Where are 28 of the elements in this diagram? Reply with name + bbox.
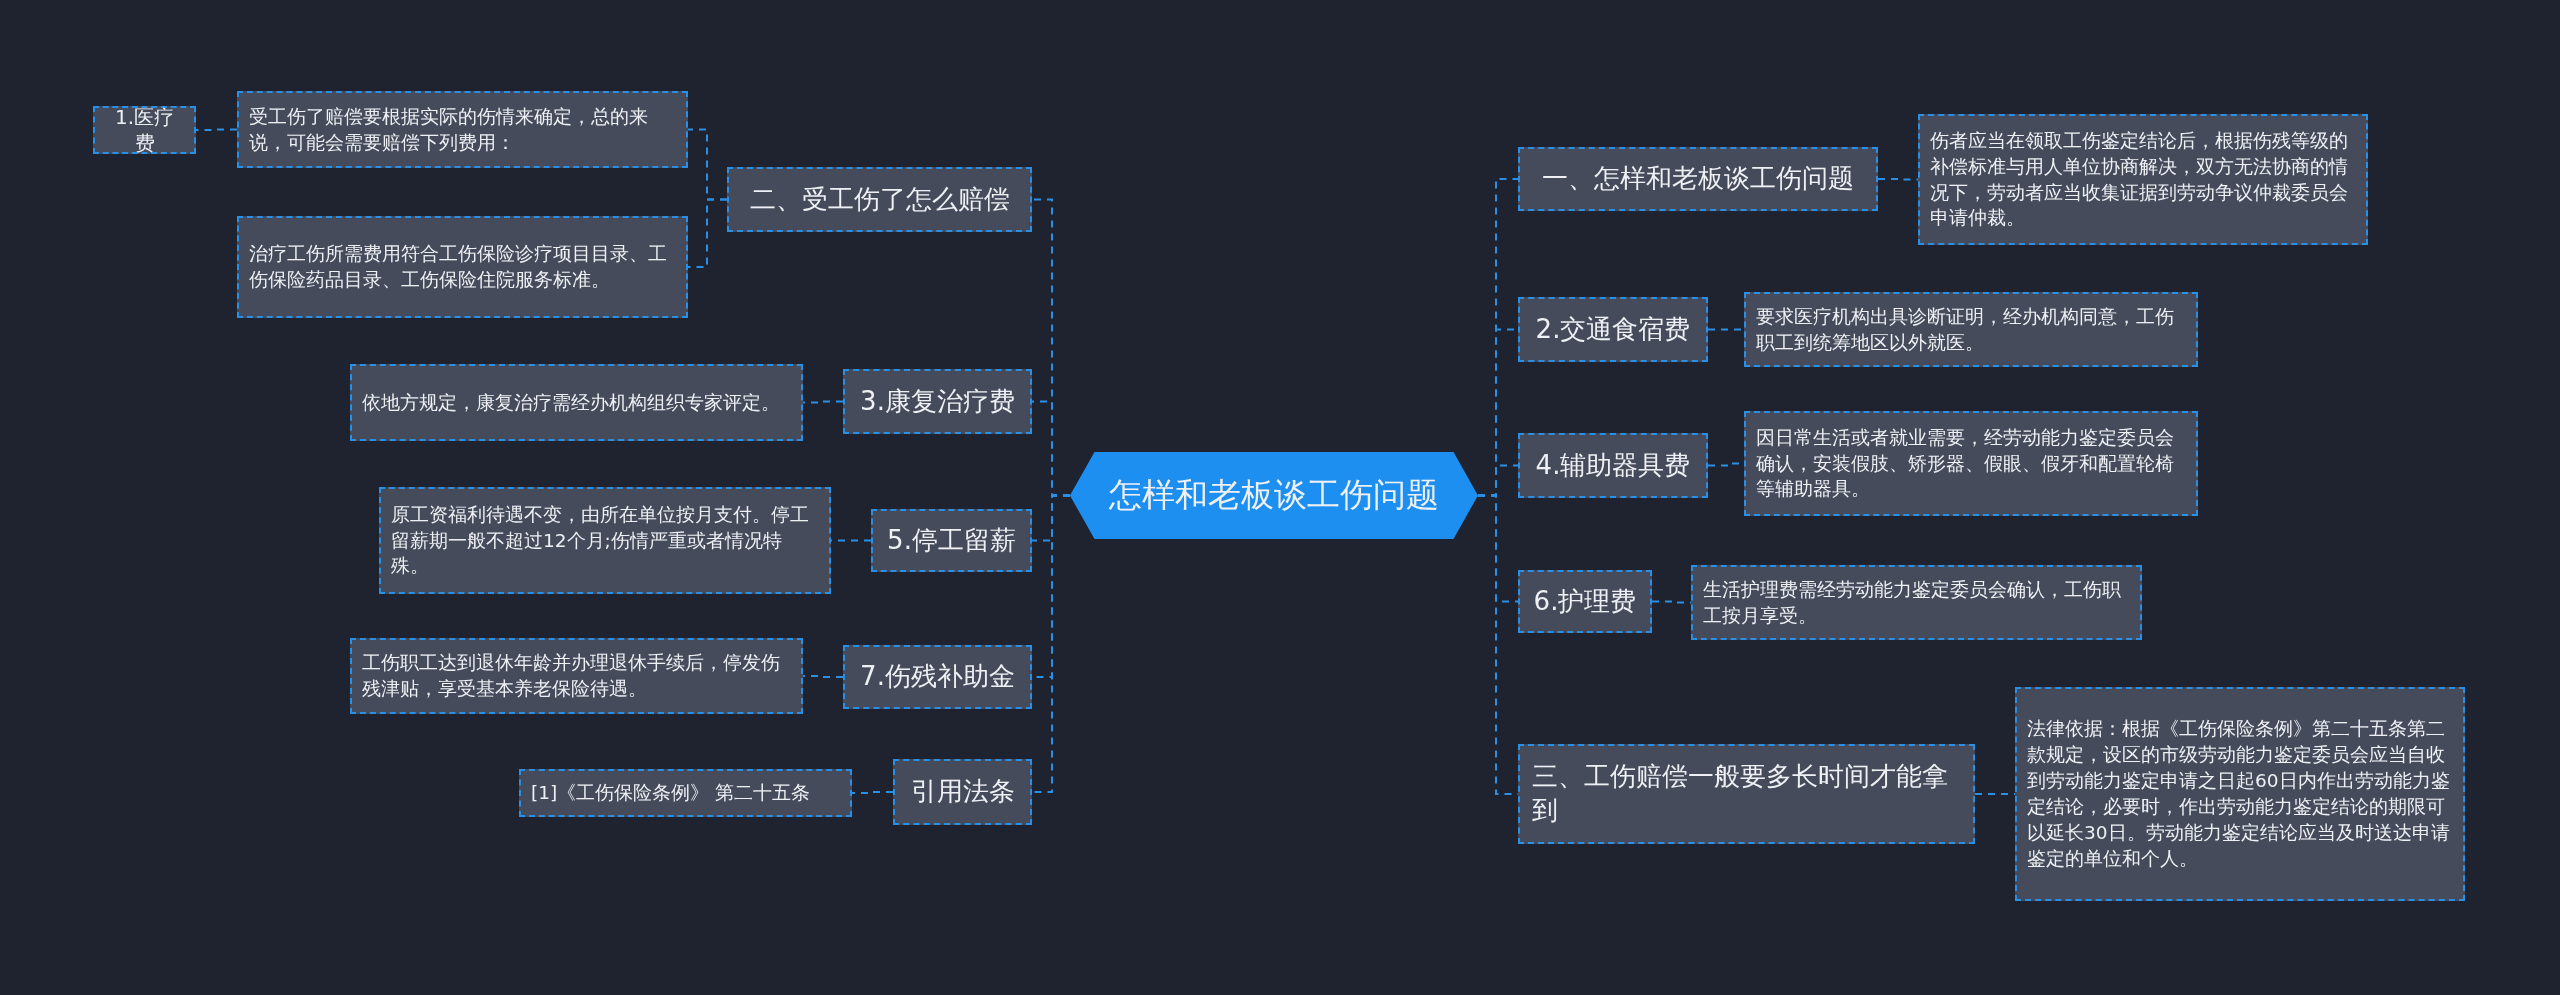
topic-box: 三、工伤赔偿一般要多长时间才能拿到 — [1518, 744, 1975, 844]
connector-line — [851, 791, 894, 794]
topic-box: 4.辅助器具费 — [1518, 433, 1708, 498]
topic-box: 6.护理费 — [1518, 570, 1652, 633]
note-box: 要求医疗机构出具诊断证明，经办机构同意，工伤职工到统筹地区以外就医。 — [1744, 292, 2198, 367]
topic-box: 2.交通食宿费 — [1518, 297, 1708, 362]
note-box: 工伤职工达到退休年龄并办理退休手续后，停发伤残津贴，享受基本养老保险待遇。 — [350, 638, 803, 714]
note-box: 生活护理费需经劳动能力鉴定委员会确认，工伤职工按月享受。 — [1691, 565, 2142, 640]
topic-box: 1.医疗费 — [93, 106, 196, 154]
connector-line — [687, 198, 728, 268]
note-box: [1]《工伤保险条例》 第二十五条 — [519, 769, 852, 817]
connector-line — [802, 675, 844, 678]
topic-box: 7.伤残补助金 — [843, 645, 1032, 709]
note-box: 原工资福利待遇不变，由所在单位按月支付。停工留薪期一般不超过12个月;伤情严重或者情况特殊。 — [379, 487, 831, 594]
note-box: 法律依据：根据《工伤保险条例》第二十五条第二款规定，设区的市级劳动能力鉴定委员会应当自收到劳动能力鉴定申请之日起60日内作出劳动能力鉴定结论，必要时，作出劳动能力鉴定结论的期限可以延长30日。劳动能力鉴定结论应当及时送达申请鉴定的单位和个人。 — [2015, 687, 2465, 901]
topic-box: 二、受工伤了怎么赔偿 — [727, 167, 1032, 232]
topic-box: 一、怎样和老板谈工伤问题 — [1518, 147, 1878, 211]
connector-line — [802, 400, 844, 404]
topic-box: 3.康复治疗费 — [843, 369, 1032, 434]
connector-line — [195, 128, 238, 131]
note-box: 因日常生活或者就业需要，经劳动能力鉴定委员会确认，安装假肢、矫形器、假眼、假牙和配置轮椅等辅助器具。 — [1744, 411, 2198, 516]
note-box: 伤者应当在领取工伤鉴定结论后，根据伤残等级的补偿标准与用人单位协商解决，双方无法协商的情况下，劳动者应当收集证据到劳动争议仲裁委员会申请仲裁。 — [1918, 114, 2368, 245]
note-box: 治疗工伤所需费用符合工伤保险诊疗项目目录、工伤保险药品目录、工伤保险住院服务标准。 — [237, 216, 688, 318]
note-box: 受工伤了赔偿要根据实际的伤情来确定，总的来说，可能会需要赔偿下列费用： — [237, 91, 688, 168]
connector-line — [1877, 178, 1919, 181]
note-box: 依地方规定，康复治疗需经办机构组织专家评定。 — [350, 364, 803, 441]
topic-box: 5.停工留薪 — [871, 509, 1032, 572]
topic-box: 引用法条 — [893, 759, 1032, 825]
